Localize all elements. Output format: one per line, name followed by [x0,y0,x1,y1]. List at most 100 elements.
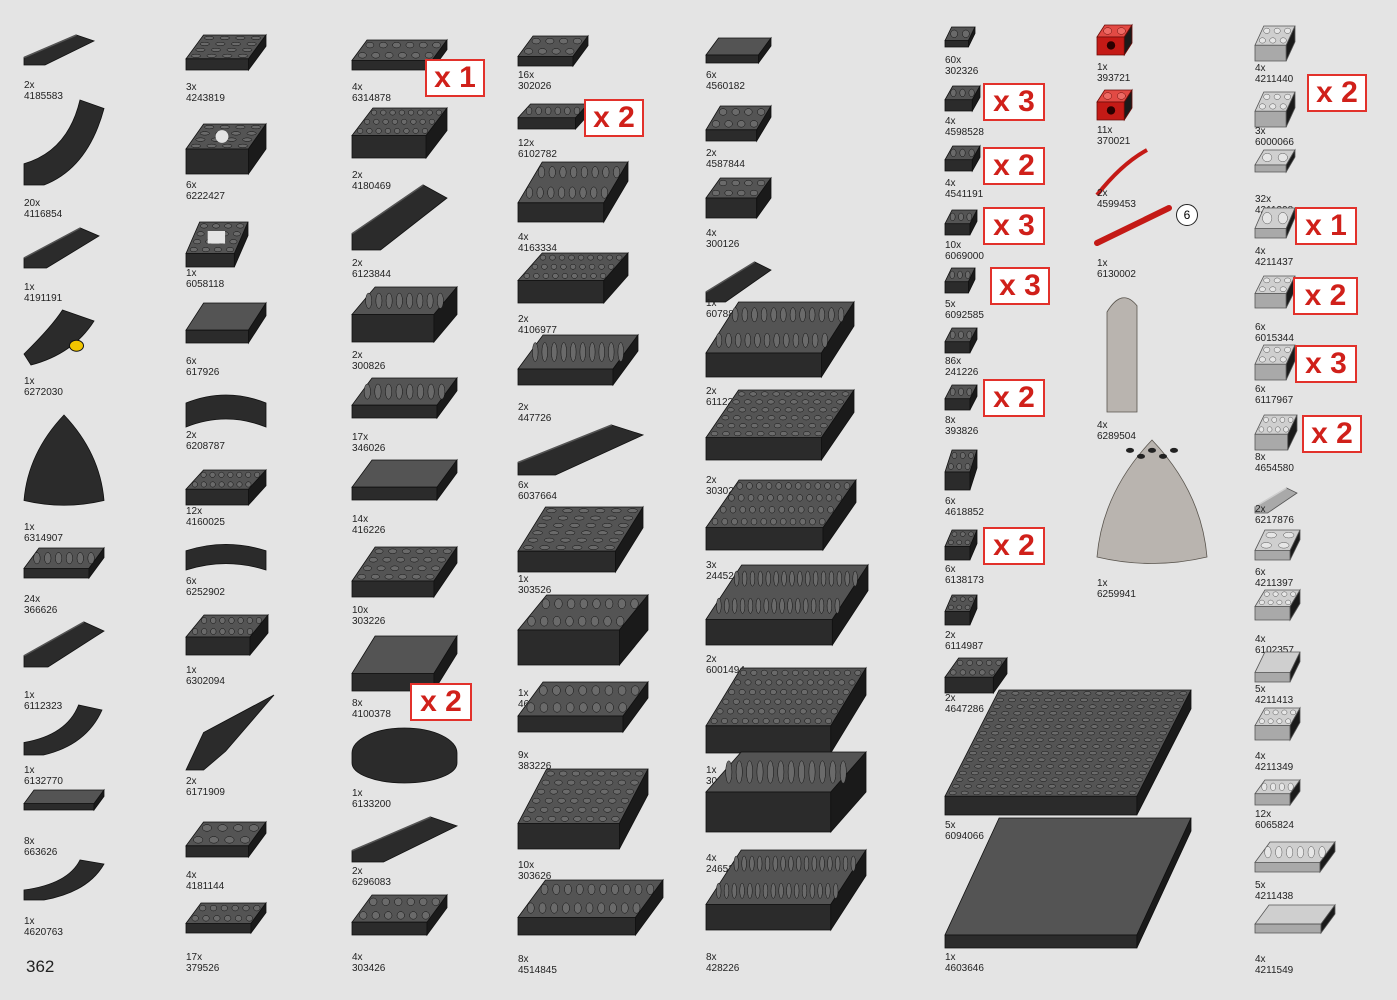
part-code: 4211438 [1255,891,1294,902]
part-quantity: 8x [945,415,956,426]
part-plate-6x10-icon [705,388,855,462]
part-quantity: 2x [706,148,717,159]
part-code: 302026 [518,81,552,92]
part-code: 370021 [1097,136,1131,147]
part-curved-slope-thin-icon [517,424,645,476]
part-plate-1x2-icon [944,26,976,48]
part-wedge-plate-icon [185,468,267,507]
part-quantity: 2x [1097,188,1108,199]
part-quantity: 8x [706,952,717,963]
part-wedge-plate-large-icon [517,251,629,305]
part-code: 6302094 [186,676,225,687]
part-code: 4541191 [945,189,984,200]
part-tile-1x8-icon [351,458,458,502]
part-quantity: 1x [24,522,35,533]
part-quantity: 2x [518,402,529,413]
part-code: 447726 [518,413,552,424]
part-code: 4100378 [352,709,391,720]
part-quantity: 16x [518,70,535,81]
part-code: 6259941 [1097,589,1136,600]
part-brick-1x12-icon [705,750,867,834]
part-plate-hinge-icon [517,102,589,131]
part-quantity: 12x [1255,809,1272,820]
part-code: 6102357 [1255,645,1294,656]
part-code: 4654580 [1255,463,1294,474]
part-plate-clip-horizontal-icon [944,384,978,411]
part-code: 6123844 [352,269,391,280]
part-code: 6102782 [518,149,557,160]
part-code: 4514845 [518,965,557,976]
part-tile-1x6-icon [23,788,105,812]
part-code: 4211349 [1255,762,1294,773]
part-plate-1x2-icon [1254,148,1296,174]
part-tile-grille-long-icon [944,327,978,354]
part-plate-1x6-icon [1254,840,1336,874]
part-code: 6078889 [706,309,745,320]
part-quantity: 1x [24,916,35,927]
part-code: 6001494 [706,665,745,676]
part-code: 6114987 [945,641,984,652]
part-code: 6133200 [352,799,391,810]
part-code: 300126 [706,239,740,250]
part-tile-2x2-icon [1254,651,1301,683]
part-code: 303026 [706,486,740,497]
part-quantity: 4x [1255,246,1266,257]
part-code: 4160025 [186,517,225,528]
part-code: 246526 [706,864,740,875]
part-quantity: 4x [1097,420,1108,431]
part-quantity: 4x [1255,63,1266,74]
part-code: 663626 [24,847,58,858]
multiplier-badge: x 2 [410,683,472,721]
part-code: 4163334 [518,243,557,254]
part-quantity: 1x [518,574,529,585]
part-plate-2x6-icon [351,893,448,937]
part-brick-modified-icon [1254,91,1296,128]
multiplier-badge: x 2 [983,527,1045,565]
part-arch-round-icon [23,704,103,756]
part-quantity: 4x [1255,634,1266,645]
part-baseplate-16x16-icon [944,689,1192,816]
part-brick-1x8-icon [351,285,458,344]
part-quantity: 4x [1255,751,1266,762]
part-code: 4560182 [706,81,745,92]
part-code: 6069000 [945,251,984,262]
part-code: 6000066 [1255,137,1294,148]
part-quantity: 1x [24,282,35,293]
multiplier-badge: x 2 [1293,277,1358,315]
part-quantity: 4x [352,82,363,93]
part-arch-curve-icon [23,99,105,186]
part-code: 241226 [945,367,979,378]
part-plate-2x16-icon [705,848,867,932]
part-brick-studs-side-icon [944,529,978,561]
